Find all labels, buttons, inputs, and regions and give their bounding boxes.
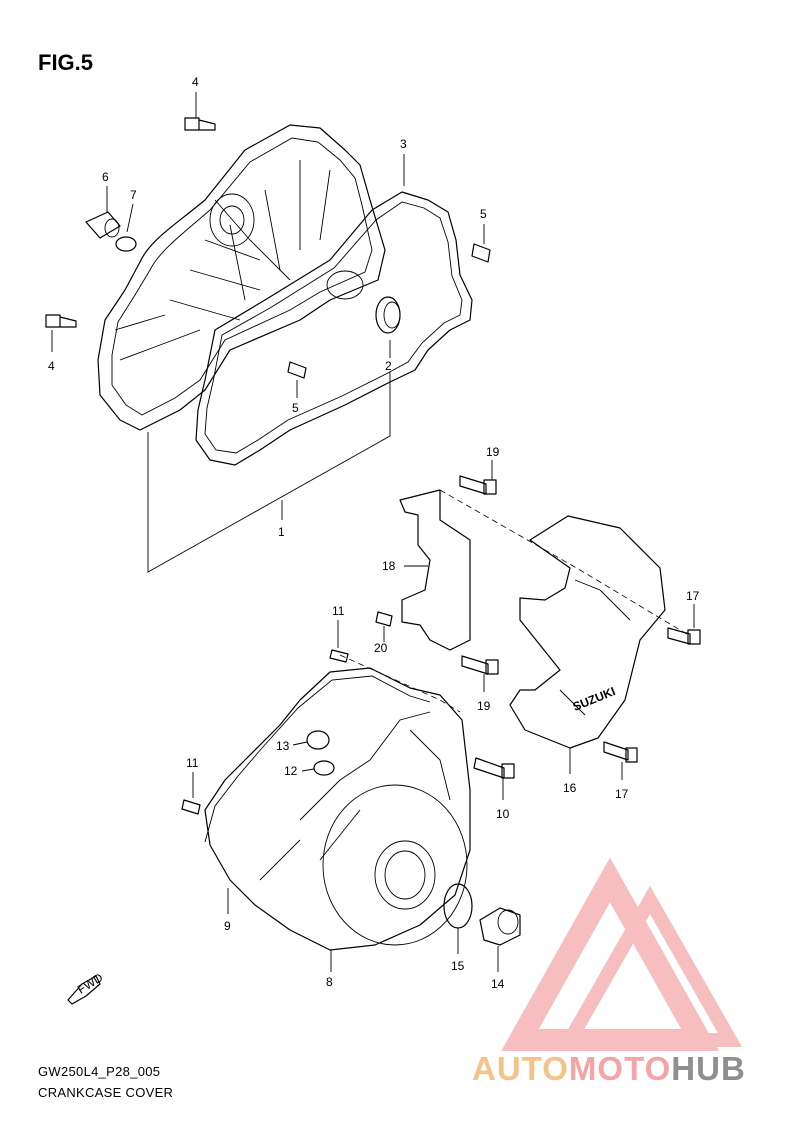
sprocket-cover-drawing: SUZUKI bbox=[509, 515, 666, 749]
callout-17-lower: 17 bbox=[615, 787, 629, 801]
dowel-pin-20-drawing bbox=[375, 611, 393, 627]
callout-6: 6 bbox=[102, 170, 109, 184]
callout-9: 9 bbox=[224, 919, 231, 933]
bolt-19-lower-drawing bbox=[461, 655, 499, 675]
callout-19-lower: 19 bbox=[477, 699, 491, 713]
callout-5-right: 5 bbox=[480, 207, 487, 221]
callouts: 1 2 3 4 4 5 5 6 7 8 9 10 11 bbox=[48, 75, 700, 991]
callout-12: 12 bbox=[284, 764, 298, 778]
callout-8: 8 bbox=[326, 975, 333, 989]
callout-1: 1 bbox=[278, 525, 285, 539]
dowel-pin-11-lower-drawing bbox=[181, 799, 201, 815]
watermark-logo-icon bbox=[501, 857, 743, 1051]
clutch-cover-drawing bbox=[97, 124, 386, 431]
callout-11-lower: 11 bbox=[186, 756, 199, 770]
bolt-10-drawing bbox=[473, 757, 515, 779]
callout-16: 16 bbox=[563, 781, 577, 795]
callout-11-upper: 11 bbox=[332, 604, 345, 618]
o-ring-12-drawing bbox=[313, 760, 335, 776]
callout-4-left: 4 bbox=[48, 359, 55, 373]
callout-7: 7 bbox=[130, 188, 137, 202]
watermark-part-auto: AUTO bbox=[472, 1050, 569, 1087]
bolt-17-lower-drawing bbox=[603, 741, 638, 763]
bolt-17-right-drawing bbox=[667, 627, 701, 645]
gasket-9-drawing bbox=[204, 675, 431, 843]
watermark-part-moto: MOTO bbox=[568, 1050, 672, 1087]
bolt-19-upper-drawing bbox=[459, 475, 497, 495]
callout-17-right: 17 bbox=[686, 589, 700, 603]
oil-seal-drawing bbox=[375, 296, 401, 334]
callout-4-top: 4 bbox=[192, 75, 199, 89]
cap-13-drawing bbox=[306, 730, 330, 750]
o-ring-15-drawing bbox=[443, 883, 473, 929]
diagram-name: CRANKCASE COVER bbox=[38, 1085, 174, 1100]
dowel-pin-5-lower-drawing bbox=[287, 361, 307, 379]
o-ring-7-drawing bbox=[115, 236, 137, 252]
callout-3: 3 bbox=[400, 137, 407, 151]
suzuki-brand-text: SUZUKI bbox=[571, 684, 618, 714]
callout-10: 10 bbox=[496, 807, 510, 821]
callout-18: 18 bbox=[382, 559, 396, 573]
bracket-18-drawing bbox=[399, 489, 471, 651]
bolt-4-lower-drawing bbox=[45, 314, 77, 328]
bolt-4-upper-drawing bbox=[184, 117, 216, 131]
dowel-pin-5-upper-drawing bbox=[471, 243, 491, 263]
watermark-text: AUTOMOTOHUB bbox=[472, 1050, 746, 1088]
filler-cap-drawing bbox=[85, 211, 121, 239]
callout-20: 20 bbox=[374, 641, 388, 655]
figure-title: FIG.5 bbox=[38, 50, 94, 75]
callout-5-lower: 5 bbox=[292, 401, 299, 415]
diagram-code: GW250L4_P28_005 bbox=[38, 1064, 161, 1079]
watermark-part-hub: HUB bbox=[671, 1050, 746, 1087]
magneto-cover-drawing bbox=[204, 667, 471, 951]
gasket-drawing bbox=[195, 191, 473, 466]
callout-19-upper: 19 bbox=[486, 445, 500, 459]
callout-15: 15 bbox=[451, 959, 465, 973]
dowel-pin-11-upper-drawing bbox=[329, 649, 349, 663]
callout-2: 2 bbox=[385, 359, 392, 373]
plug-14-drawing bbox=[479, 907, 521, 946]
forward-arrow-icon: FWD bbox=[67, 970, 106, 1005]
callout-13: 13 bbox=[276, 739, 290, 753]
callout-14: 14 bbox=[491, 977, 505, 991]
